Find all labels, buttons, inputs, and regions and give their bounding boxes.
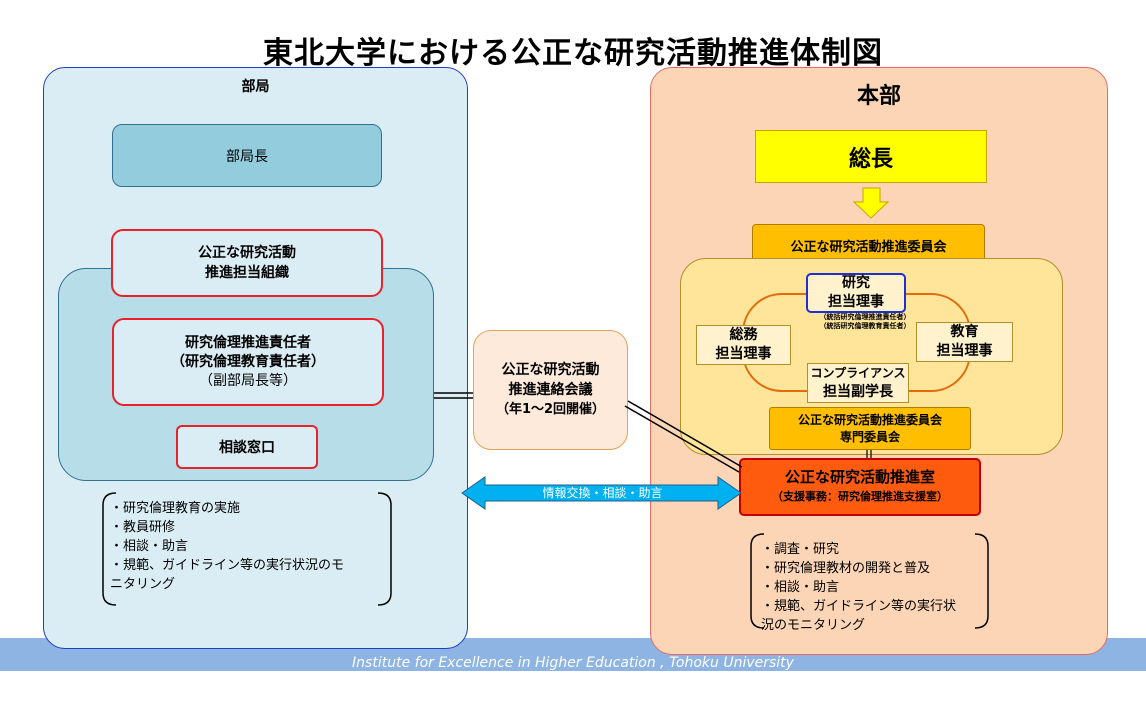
promotion-org-line: 公正な研究活動 [198,245,296,261]
list-item: ・相談・助言 [110,539,189,554]
note-line: （統括研究倫理推進責任者） [819,313,911,321]
list-item: ニタリング [110,577,176,592]
general-director-line: 担当理事 [715,346,772,362]
compliance-vp-box: コンプライアンス 担当副学長 [807,363,909,403]
bidirectional-arrow-icon [461,476,742,510]
research-director-box: 研究 担当理事 [806,273,906,313]
general-director-line: 総務 [729,327,758,343]
research-director-line: 研究 [842,275,870,291]
promotion-org-box: 公正な研究活動 推進担当組織 [111,229,383,297]
page-title: 東北大学における公正な研究活動推進体制図 [263,36,883,71]
research-director-line: 担当理事 [828,294,884,310]
list-item: ・調査・研究 [761,542,840,557]
ethics-officer-line: 研究倫理推進責任者 [185,334,311,351]
right-task-list: ・調査・研究 ・研究倫理教材の開発と普及 ・相談・助言 ・規範、ガイドライン等の… [761,540,981,635]
department-head-box: 部局長 [112,124,382,187]
consult-window-box: 相談窓口 [176,425,318,469]
list-item: 況のモニタリング [761,618,866,633]
expert-committee-line: 専門委員会 [839,429,900,444]
note-line: （統括研究倫理教育責任者） [819,322,911,330]
liaison-line: 推進連絡会議 [508,382,593,398]
ethics-officer-line: （副部局長等） [199,372,297,389]
list-item: ・研究倫理教育の実施 [110,501,241,516]
connector-liaison-office [627,400,743,468]
education-director-box: 教育 担当理事 [916,322,1013,362]
liaison-line: 公正な研究活動 [501,362,600,378]
right-bracket-icon [377,492,392,606]
left-bracket-icon [750,533,765,629]
left-task-list: ・研究倫理教育の実施 ・教員研修 ・相談・助言 ・規範、ガイドライン等の実行状況… [110,499,378,594]
ethics-officer-line: （研究倫理教育責任者） [171,353,325,370]
list-item: ・規範、ガイドライン等の実行状況のモ [110,558,345,573]
list-item: ・教員研修 [110,520,176,535]
right-panel-title: 本部 [856,84,901,109]
general-affairs-director-box: 総務 担当理事 [696,325,791,365]
left-panel-title: 部局 [241,79,270,95]
compliance-vp-line: 担当副学長 [823,384,893,400]
compliance-vp-line: コンプライアンス [810,366,906,380]
committee-label: 公正な研究活動推進委員会 [790,239,947,255]
consult-window-label: 相談窓口 [219,440,275,456]
office-label: 公正な研究活動推進室 [784,468,935,486]
education-director-line: 担当理事 [936,343,993,359]
education-director-line: 教育 [950,324,979,340]
ethics-officer-box: 研究倫理推進責任者 （研究倫理教育責任者） （副部局長等） [112,318,384,406]
expert-committee-line: 公正な研究活動推進委員会 [797,412,942,427]
liaison-meeting-box: 公正な研究活動 推進連絡会議 （年1～2回開催） [473,330,628,450]
president-label: 総長 [848,146,893,172]
exchange-label: 情報交換・相談・助言 [542,486,663,500]
left-bracket-icon [102,492,117,606]
right-bracket-icon [974,533,989,629]
connector-liaison-office [624,405,740,473]
list-item: ・規範、ガイドライン等の実行状 [761,599,957,614]
liaison-line: （年1～2回開催） [495,402,606,417]
down-arrow-icon [852,187,890,219]
footer-text: Institute for Excellence in Higher Educa… [352,655,794,671]
department-head-label: 部局長 [226,148,268,165]
promotion-office-box: 公正な研究活動推進室 （支援事務：研究倫理推進支援室） [739,458,981,516]
list-item: ・相談・助言 [761,580,840,595]
office-sub-label: （支援事務：研究倫理推進支援室） [772,490,948,503]
promotion-org-line: 推進担当組織 [205,265,289,281]
president-box: 総長 [755,130,987,183]
research-director-note: （統括研究倫理推進責任者） （統括研究倫理教育責任者） [790,313,940,331]
expert-committee-box: 公正な研究活動推進委員会 専門委員会 [769,407,971,450]
list-item: ・研究倫理教材の開発と普及 [761,561,931,576]
